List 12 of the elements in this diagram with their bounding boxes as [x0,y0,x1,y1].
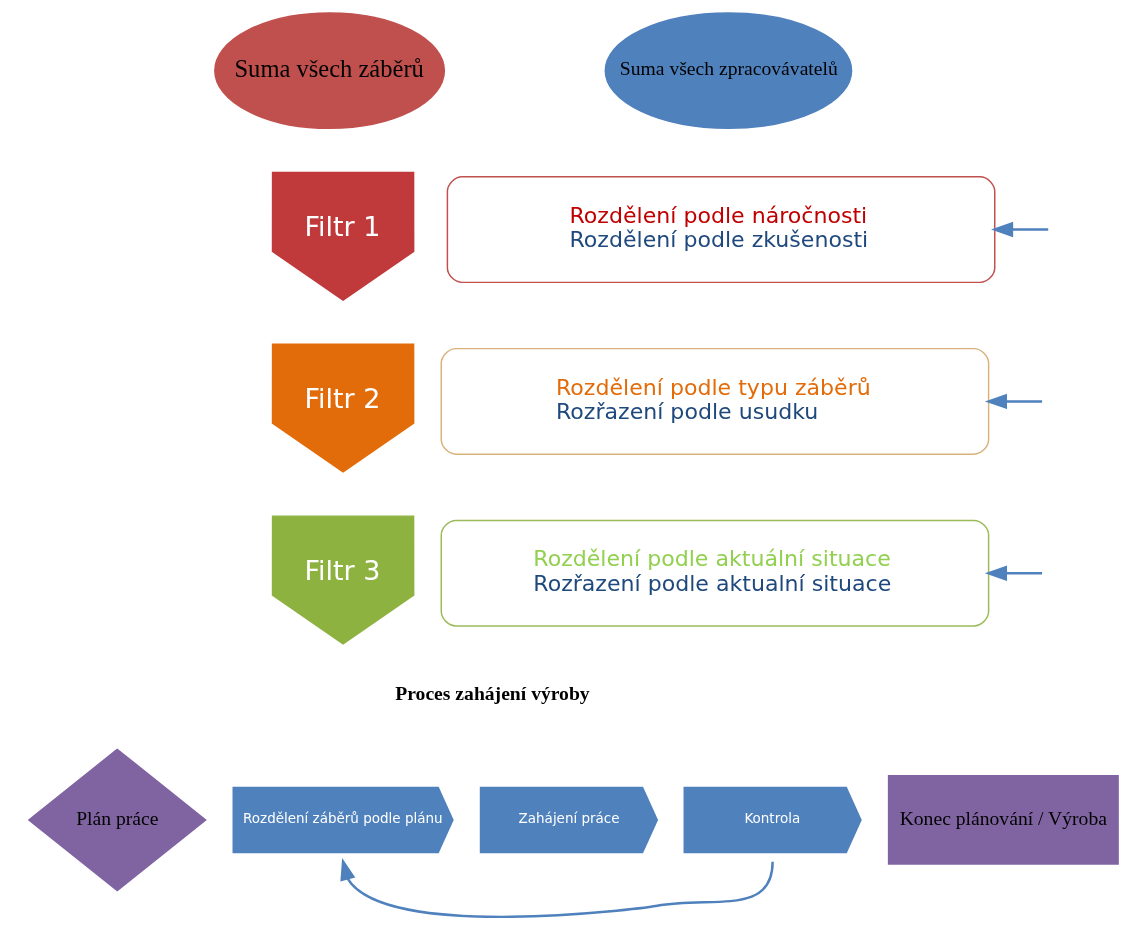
node-box: Rozdělení podle aktuální situace Rozřazení podle aktualní situace [440,519,990,627]
node-box: Rozdělení podle typu záběrů Rozřazení podle usudku [440,347,990,455]
label: Proces zahájení výroby [395,683,590,704]
arrow [340,858,774,919]
arrow [984,565,1043,581]
arrow [984,393,1043,410]
node-diamond: Plán práce [27,748,207,892]
node-ellipse: Suma všech záběrů [214,12,446,130]
node-box: Konec plánování / Výroba [887,775,1119,865]
node-box: Rozdělení podle náročnosti Rozdělení podle zkušenosti [446,176,996,284]
arrow [991,221,1049,238]
node-ellipse: Suma všech zpracovávatelů [604,12,853,130]
